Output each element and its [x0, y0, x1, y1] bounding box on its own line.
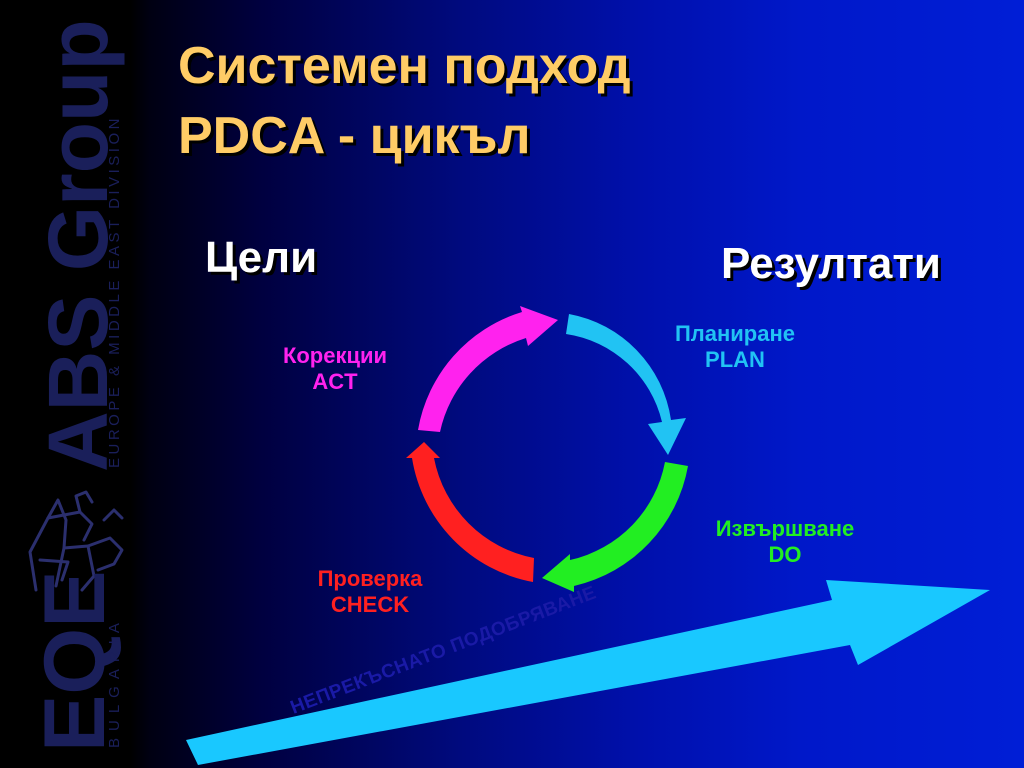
- check-arrow: [406, 442, 534, 582]
- check-code: CHECK: [330, 592, 410, 617]
- do-arrow: [542, 462, 688, 592]
- brand-sidebar: ABS Group EUROPE & MIDDLE EAST DIVISION …: [0, 0, 140, 768]
- slide-title-line-1: Системен подход: [178, 37, 631, 95]
- goals-label: Цели: [205, 233, 318, 282]
- plan-label: Планиране PLAN: [655, 321, 815, 373]
- plan-arrow: [566, 314, 686, 455]
- act-label: Корекции ACT: [250, 343, 420, 395]
- do-label: Извършване DO: [690, 516, 880, 568]
- check-name: Проверка: [317, 566, 423, 591]
- do-name: Извършване: [715, 516, 855, 541]
- figure-logo-icon: [28, 490, 124, 592]
- act-name: Корекции: [282, 343, 388, 368]
- act-arrow: [418, 306, 558, 432]
- check-label: Проверка CHECK: [290, 566, 450, 618]
- plan-code: PLAN: [705, 347, 765, 372]
- slide-title-line-2: PDCA - цикъл: [178, 107, 531, 165]
- act-code: ACT: [312, 369, 358, 394]
- plan-name: Планиране: [674, 321, 796, 346]
- improvement-arrow: [186, 580, 990, 765]
- results-label: Резултати: [721, 239, 941, 288]
- do-code: DO: [768, 542, 802, 567]
